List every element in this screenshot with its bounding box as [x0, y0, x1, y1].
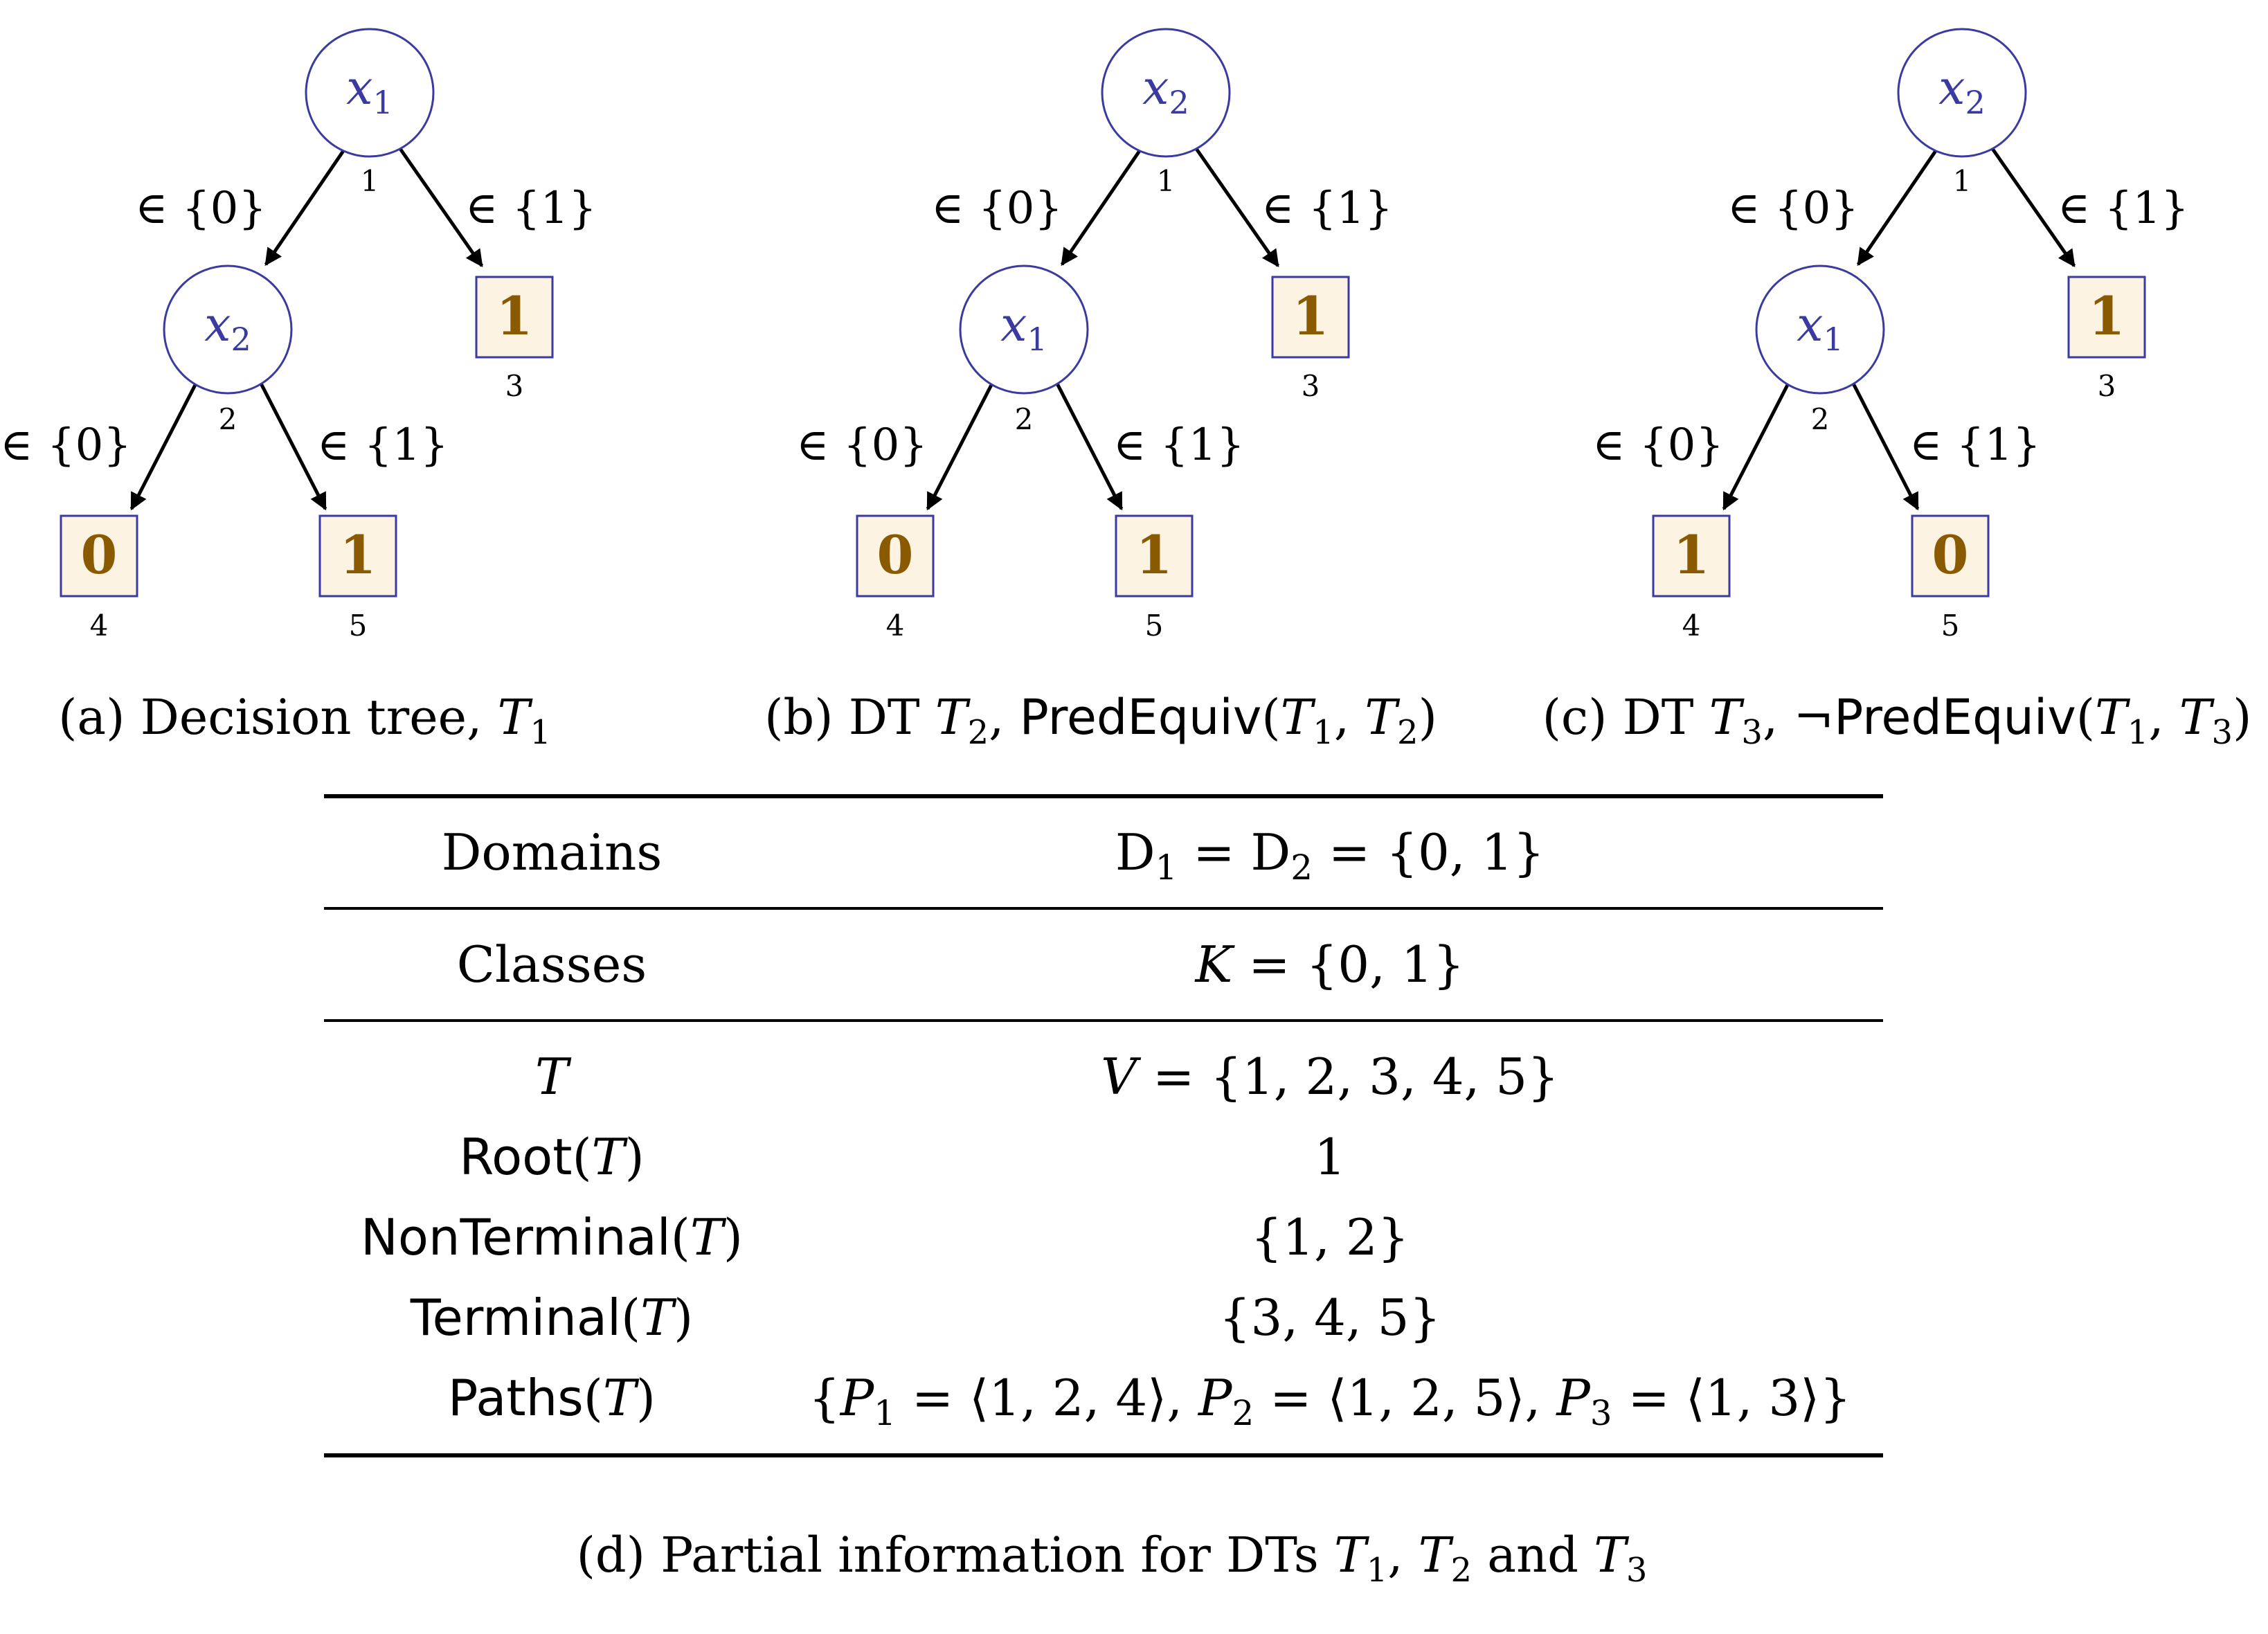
leaf-node: [2067, 276, 2146, 359]
row-label-classes: Classes: [457, 935, 647, 994]
edge-label-zero: ∈ {0}: [931, 183, 1063, 234]
tree-3: ∈ {0} ∈ {1} ∈ {0} ∈ {1} x2 1 x1 2 1 3 1 …: [1592, 28, 2189, 643]
row-value-classes: K = {0, 1}: [1194, 935, 1465, 994]
tree-1: ∈ {0} ∈ {1} ∈ {0} ∈ {1} x1 1 x2 2 1 3 0 …: [0, 28, 597, 643]
caption-b: (b) DT T2, PredEquiv(T1, T2): [764, 689, 1437, 752]
edge-root-to-leaf-right: [1193, 145, 1280, 268]
edge-inner-to-leaf-left: [1722, 381, 1791, 511]
caption-d: (d) Partial information for DTs T1, T2 a…: [577, 1527, 1648, 1590]
node-id: 2: [219, 402, 237, 436]
node-id: 2: [1811, 402, 1830, 436]
node-id: 4: [886, 609, 905, 643]
node-id: 2: [1015, 402, 1034, 436]
leaf-node: [475, 276, 554, 359]
edge-root-to-leaf-right: [397, 145, 484, 268]
leaf-node: [1271, 276, 1350, 359]
edge-root-to-inner: [264, 145, 348, 267]
leaf-node: [1115, 514, 1194, 598]
edge-label-one: ∈ {1}: [2058, 183, 2189, 234]
row-value-nonterminal: {1, 2}: [1250, 1208, 1409, 1266]
edge-label-zero: ∈ {0}: [796, 420, 928, 471]
edge-inner-to-leaf-mid: [1054, 381, 1124, 511]
leaf-node: [856, 514, 935, 598]
edge-label-one: ∈ {1}: [1113, 420, 1245, 471]
edge-root-to-inner: [1060, 145, 1144, 267]
node-id: 3: [1302, 369, 1320, 403]
root-node: [305, 28, 435, 158]
row-label-paths: Paths(T): [448, 1369, 656, 1427]
row-value-terminal: {3, 4, 5}: [1219, 1289, 1441, 1347]
row-value-root: 1: [1314, 1128, 1346, 1186]
leaf-value: 0: [877, 524, 914, 586]
info-table: Domains D1 = D2 = {0, 1} Classes K = {0,…: [324, 794, 1883, 1457]
caption-a: (a) Decision tree, T1: [58, 689, 551, 752]
node-id: 1: [1953, 164, 1972, 198]
root-node-label: x2: [1938, 61, 1986, 121]
root-node: [1101, 28, 1231, 158]
row-label-tree: T: [535, 1048, 572, 1106]
root-node: [1897, 28, 2027, 158]
inner-node-label: x2: [204, 298, 251, 358]
leaf-node: [318, 514, 397, 598]
node-id: 1: [1157, 164, 1176, 198]
row-value-paths: {P1 = ⟨1, 2, 4⟩, P2 = ⟨1, 2, 5⟩, P3 = ⟨1…: [809, 1369, 1851, 1433]
leaf-value: 1: [340, 524, 377, 586]
row-label-terminal: Terminal(T): [410, 1289, 694, 1347]
inner-node: [163, 264, 293, 395]
edge-label-one: ∈ {1}: [1261, 183, 1393, 234]
inner-node: [1755, 264, 1885, 395]
leaf-value: 0: [1932, 524, 1969, 586]
caption-c: (c) DT T3, ¬PredEquiv(T1, T3): [1542, 689, 2252, 752]
node-id: 5: [349, 609, 368, 643]
edge-label-one: ∈ {1}: [317, 420, 449, 471]
row-label-root: Root(T): [459, 1128, 644, 1186]
root-node-label: x2: [1142, 61, 1189, 121]
leaf-value: 1: [1673, 524, 1710, 586]
edge-label-zero: ∈ {0}: [135, 183, 267, 234]
edge-inner-to-leaf-left: [129, 381, 199, 511]
inner-node-label: x1: [1797, 298, 1844, 358]
inner-node-label: x1: [1000, 298, 1047, 358]
edge-label-zero: ∈ {0}: [0, 420, 132, 471]
node-id: 5: [1145, 609, 1164, 643]
root-node-label: x1: [346, 61, 393, 121]
row-label-domains: Domains: [442, 823, 663, 881]
leaf-value: 0: [81, 524, 118, 586]
node-id: 3: [505, 369, 524, 403]
edge-label-zero: ∈ {0}: [1592, 420, 1724, 471]
leaf-value: 1: [1136, 524, 1173, 586]
edge-root-to-leaf-right: [1989, 145, 2076, 268]
inner-node: [959, 264, 1089, 395]
row-value-vertices: V = {1, 2, 3, 4, 5}: [1101, 1048, 1559, 1106]
edge-inner-to-leaf-mid: [258, 381, 327, 511]
node-id: 5: [1941, 609, 1960, 643]
edge-inner-to-leaf-left: [926, 381, 995, 511]
leaf-value: 1: [2089, 285, 2125, 347]
row-value-domains: D1 = D2 = {0, 1}: [1115, 823, 1545, 888]
edge-root-to-inner: [1856, 145, 1941, 267]
leaf-node: [1652, 514, 1731, 598]
tree-2: ∈ {0} ∈ {1} ∈ {0} ∈ {1} x2 1 x1 2 1 3 0 …: [796, 28, 1393, 643]
node-id: 3: [2098, 369, 2116, 403]
edge-inner-to-leaf-mid: [1851, 381, 1920, 511]
row-label-nonterminal: NonTerminal(T): [361, 1208, 743, 1266]
edge-label-zero: ∈ {0}: [1727, 183, 1859, 234]
node-id: 4: [90, 609, 109, 643]
edge-label-one: ∈ {1}: [1909, 420, 2041, 471]
leaf-value: 1: [1293, 285, 1329, 347]
node-id: 1: [361, 164, 379, 198]
node-id: 4: [1682, 609, 1701, 643]
leaf-node: [60, 514, 138, 598]
leaf-node: [1911, 514, 1990, 598]
leaf-value: 1: [496, 285, 533, 347]
edge-label-one: ∈ {1}: [465, 183, 597, 234]
